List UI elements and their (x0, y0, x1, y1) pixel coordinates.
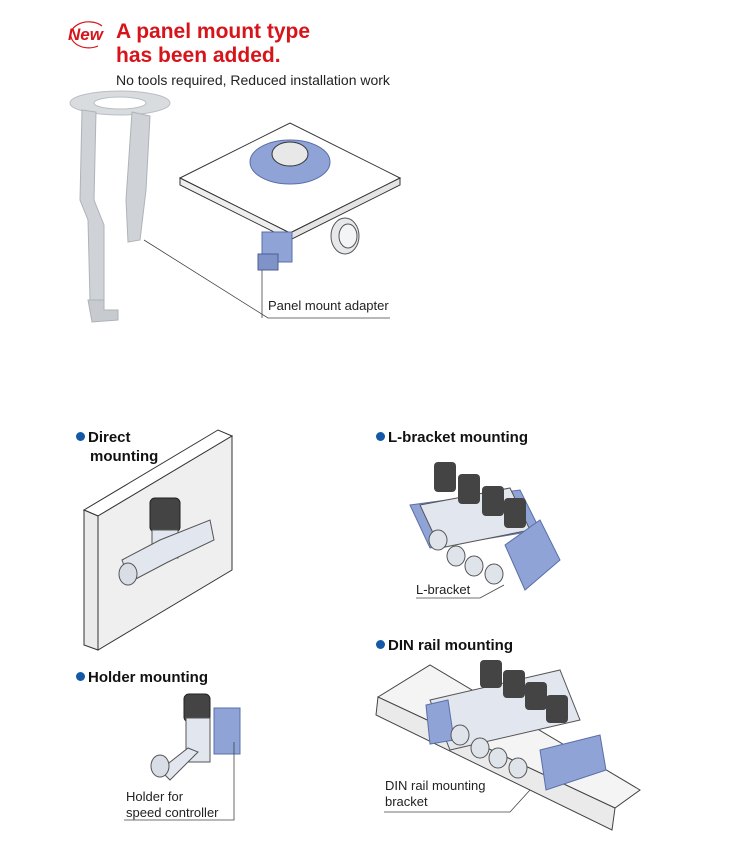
holder-mounting-illustration (150, 693, 241, 781)
headline-line-2: has been added. (116, 44, 281, 67)
holder-mounting-title: Holder mounting (76, 668, 208, 687)
bullet-icon (376, 640, 385, 649)
din-rail-callout: DIN rail mounting bracket (385, 778, 486, 809)
din-rail-mounting-illustration (375, 660, 641, 831)
panel-mount-adapter-callout: Panel mount adapter (268, 298, 389, 313)
new-badge: New (62, 20, 108, 50)
din-rail-mounting-title: DIN rail mounting (376, 636, 513, 655)
panel-plate-illustration (178, 122, 402, 271)
panel-mount-adapter-illustration (69, 90, 171, 323)
headline: A panel mount type has been added. (116, 20, 310, 68)
l-bracket-mounting-title: L-bracket mounting (376, 428, 528, 447)
holder-callout: Holder for speed controller (126, 789, 219, 820)
bullet-icon (76, 672, 85, 681)
new-badge-circle-icon (70, 21, 103, 49)
direct-mounting-illustration (82, 429, 234, 651)
l-bracket-mounting-illustration (409, 462, 561, 591)
bullet-icon (76, 432, 85, 441)
direct-mounting-title: Direct mounting (76, 428, 158, 466)
l-bracket-callout: L-bracket (416, 582, 471, 597)
headline-line-1: A panel mount type (116, 20, 311, 43)
subtitle: No tools required, Reduced installation … (116, 72, 390, 88)
new-badge-label: New (68, 25, 103, 44)
bullet-icon (376, 432, 385, 441)
